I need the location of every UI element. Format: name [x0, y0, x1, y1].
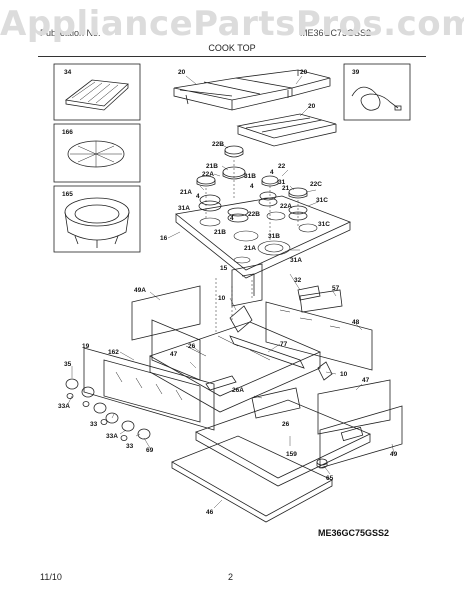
header-rule	[38, 56, 426, 57]
header-right: ME36GC75GSS2	[300, 28, 372, 38]
control-knobs	[65, 378, 151, 441]
callout-33: 33	[90, 421, 98, 428]
callout-57: 57	[332, 285, 340, 292]
callout-31c: 31C	[316, 197, 328, 204]
model-number: ME36GC75GSS2	[318, 528, 390, 538]
callout-10-right: 10	[340, 371, 348, 378]
callout-33-lower: 33	[126, 443, 134, 450]
callout-26-upper: 26	[188, 343, 196, 350]
callout-4-mid: 4	[250, 183, 254, 190]
grate-right	[236, 113, 337, 147]
callout-22b-lower: 22B	[248, 211, 260, 218]
bracket-15	[231, 263, 263, 307]
callout-65: 65	[326, 475, 334, 482]
callout-31a-lower: 31A	[290, 257, 302, 264]
watermark: AppliancePartsPros.com	[0, 4, 464, 44]
front-panel-19	[83, 347, 215, 431]
callout-49: 49	[390, 451, 398, 458]
callout-39: 39	[352, 69, 360, 76]
callout-49a: 49A	[134, 287, 146, 294]
callout-166: 166	[62, 129, 73, 136]
callout-165: 165	[62, 191, 73, 198]
footer-date: 11/10	[40, 572, 62, 582]
callout-21a-lower: 21A	[244, 245, 256, 252]
callout-21b-lower: 21B	[214, 229, 226, 236]
wok-ring-base-box	[53, 185, 141, 253]
callout-22c: 22C	[310, 181, 322, 188]
callout-33a: 33A	[58, 403, 70, 410]
callout-31c-lower: 31C	[318, 221, 330, 228]
callout-22b: 22B	[212, 141, 224, 148]
back-panel-49a	[131, 285, 201, 341]
header-left: Publication No.	[40, 28, 101, 38]
callout-32: 32	[294, 277, 302, 284]
callout-16: 16	[160, 235, 168, 242]
callout-20-right: 20	[300, 69, 308, 76]
callout-15: 15	[220, 265, 228, 272]
callout-22a: 22A	[202, 171, 214, 178]
callout-4-left: 4	[196, 193, 200, 200]
bracket-57	[299, 289, 343, 313]
callout-4-low: 4	[230, 215, 234, 222]
callout-21: 21	[282, 185, 290, 192]
callout-47-left: 47	[170, 351, 178, 358]
callout-22a-right: 22A	[280, 203, 292, 210]
callout-20-left: 20	[178, 69, 186, 76]
power-cord-box	[343, 63, 411, 121]
callout-26-lower: 26	[282, 421, 290, 428]
rail-77	[229, 335, 305, 369]
footer-page-number: 2	[228, 572, 234, 582]
callout-26a: 26A	[232, 387, 244, 394]
callout-31b-lower: 31B	[268, 233, 280, 240]
callout-33a-lower: 33A	[106, 433, 118, 440]
callout-162: 162	[108, 349, 119, 356]
wok-ring-box	[53, 123, 141, 183]
callout-21a: 21A	[180, 189, 192, 196]
callout-31a: 31A	[178, 205, 190, 212]
section-title: COOK TOP	[208, 43, 256, 53]
callout-69: 69	[146, 447, 154, 454]
callout-31b: 31B	[244, 173, 256, 180]
callout-47-right: 47	[362, 377, 370, 384]
callout-10-upper: 10	[218, 295, 226, 302]
callout-19: 19	[82, 343, 90, 350]
callout-34: 34	[64, 69, 72, 76]
callout-77: 77	[280, 341, 288, 348]
callout-22: 22	[278, 163, 286, 170]
callout-21b: 21B	[206, 163, 218, 170]
callout-48: 48	[352, 319, 360, 326]
callout-4-top: 4	[270, 169, 274, 176]
callout-159: 159	[286, 451, 297, 458]
side-panel-49	[319, 405, 403, 469]
griddle-box	[53, 63, 141, 121]
callout-31: 31	[278, 179, 286, 186]
callout-20-lower: 20	[308, 103, 316, 110]
callout-35: 35	[64, 361, 72, 368]
callout-46: 46	[206, 509, 214, 516]
